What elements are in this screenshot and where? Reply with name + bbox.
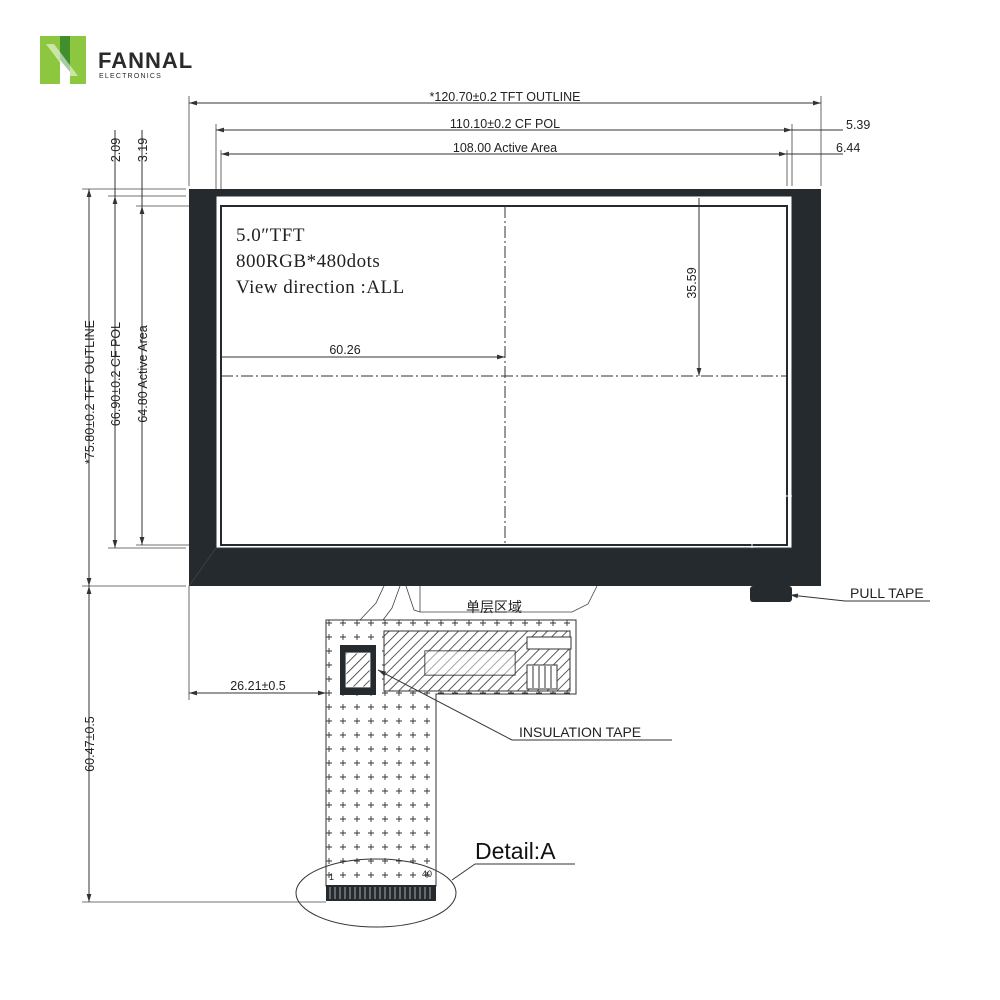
tft-panel: 60.26 35.59 5.0″TFT 800RGB*480dots View …: [188, 189, 821, 602]
detail-a-label: Detail:A: [475, 838, 556, 864]
cf-pol-width-label: 110.10±0.2 CF POL: [450, 117, 560, 131]
active-area-width-label: 108.00 Active Area: [453, 141, 557, 155]
top-dimensions: *120.70±0.2 TFT OUTLINE 110.10±0.2 CF PO…: [188, 90, 870, 206]
fpc-component-pads: [526, 636, 572, 690]
center-y-label: 35.59: [685, 267, 699, 298]
fpc-cable: 单层区域 1 40: [188, 585, 598, 928]
detail-a-ellipse: [295, 858, 457, 928]
pin-last-label: 40: [422, 869, 432, 879]
fpc-length-label: 60.47±0.5: [83, 716, 97, 772]
pull-tape-callout: PULL TAPE: [789, 585, 930, 602]
tft-outline-width-label: *120.70±0.2 TFT OUTLINE: [430, 90, 581, 104]
insulation-tape-label: INSULATION TAPE: [519, 724, 641, 740]
pin-first-label: 1: [329, 872, 334, 882]
detail-a-callout: Detail:A: [451, 838, 575, 881]
fpc-contacts: [326, 885, 436, 901]
top-offset-active-label: 3.19: [136, 138, 150, 162]
panel-resolution-text: 800RGB*480dots: [236, 251, 380, 272]
brand-logo: FANNAL ELECTRONICS: [40, 36, 193, 84]
fpc-offset-label: 26.21±0.5: [230, 679, 286, 693]
center-x-label: 60.26: [329, 343, 360, 357]
brand-name: FANNAL: [98, 48, 193, 73]
pull-tape-outline: [751, 495, 792, 548]
insulation-tape-callout: INSULATION TAPE: [377, 669, 672, 741]
active-area-height-label: 64.80 Active Area: [136, 325, 150, 422]
top-offset-outline-label: 2.09: [109, 138, 123, 162]
single-layer-label: 单层区域: [466, 599, 522, 615]
cf-pol-height-label: 66.90±0.2 CF POL: [109, 322, 123, 426]
fpc-contact-fingers: [329, 887, 431, 899]
pull-tape: [750, 586, 792, 602]
brand-logo-icon: [40, 36, 86, 84]
panel-size-text: 5.0″TFT: [236, 225, 305, 246]
tft-outline-height-label: *75.80±0.2 TFT OUTLINE: [83, 320, 97, 464]
panel-view-direction-text: View direction :ALL: [236, 277, 405, 298]
right-offset-outline-label: 5.39: [846, 118, 870, 132]
right-offset-active-label: 6.44: [836, 141, 860, 155]
left-dimensions: *75.80±0.2 TFT OUTLINE 66.90±0.2 CF POL …: [82, 130, 326, 903]
brand-subtitle: ELECTRONICS: [99, 73, 162, 80]
fpc-offset-dimension: 26.21±0.5: [189, 679, 326, 696]
pull-tape-label: PULL TAPE: [850, 585, 924, 601]
